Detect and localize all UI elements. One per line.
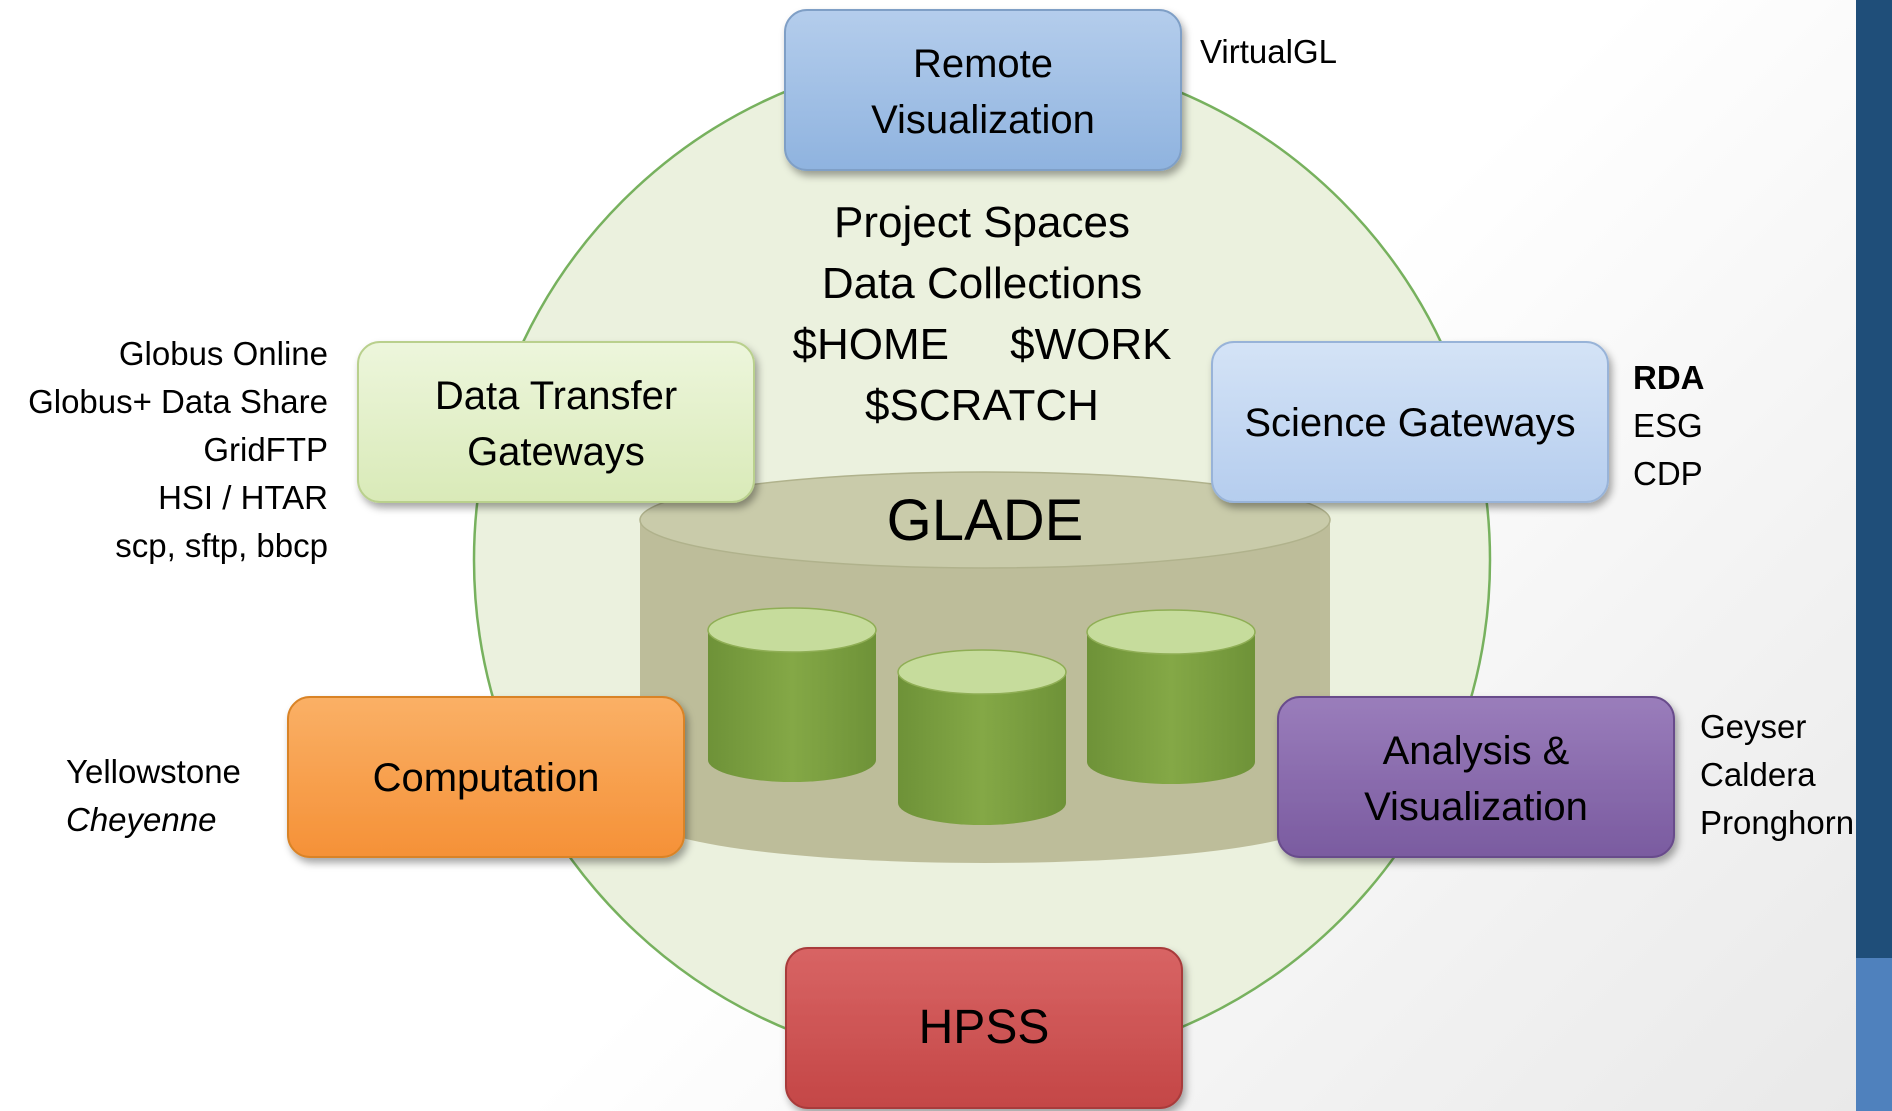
storage-item: $HOME $WORK — [792, 320, 1172, 369]
analysis-visualization-line1: Analysis & — [1382, 729, 1570, 773]
annotation-item: GridFTP — [203, 431, 328, 468]
analysis-visualization-label: Analysis & Visualization — [1278, 723, 1674, 835]
computation-box — [287, 696, 685, 858]
analysis-visualization-line2: Visualization — [1364, 785, 1588, 829]
remote-visualization-box — [784, 9, 1182, 171]
annotation-item: Pronghorn — [1700, 804, 1855, 841]
disk-cylinder-2 — [897, 649, 1067, 825]
annotation-item: Caldera — [1700, 756, 1816, 793]
slide-side-bar-light — [1856, 958, 1892, 1111]
data-transfer-gateways-line2: Gateways — [467, 430, 645, 474]
analysis-visualization-box — [1277, 696, 1675, 858]
remote-viz-annotation: VirtualGL — [1200, 28, 1337, 76]
glade-title: GLADE — [886, 488, 1084, 553]
slide-side-bar-dark — [1856, 0, 1892, 958]
hpss-box — [785, 947, 1183, 1109]
remote-visualization-label: Remote Visualization — [785, 36, 1181, 148]
annotation-item: ESG — [1633, 407, 1703, 444]
annotation-item: VirtualGL — [1200, 33, 1337, 70]
annotation-item: CDP — [1633, 455, 1703, 492]
data-transfer-annotation: Globus Online Globus+ Data Share GridFTP… — [0, 330, 328, 570]
hpss-label: HPSS — [918, 1001, 1050, 1054]
storage-spaces-list: Project Spaces Data Collections $HOME $W… — [732, 192, 1232, 436]
glade-cylinder-top — [639, 471, 1331, 569]
storage-item: Data Collections — [821, 259, 1143, 308]
annotation-item: RDA — [1633, 359, 1705, 396]
annotation-item: Globus+ Data Share — [28, 383, 328, 420]
science-gateways-annotation: RDA ESG CDP — [1633, 354, 1705, 498]
disk-cylinder-1 — [707, 607, 877, 782]
storage-item: Project Spaces — [834, 198, 1130, 247]
computation-label: Computation — [372, 756, 600, 800]
annotation-item: Yellowstone — [66, 753, 241, 790]
annotation-item: Globus Online — [118, 335, 328, 372]
annotation-item: scp, sftp, bbcp — [115, 527, 328, 564]
science-gateways-label: Science Gateways — [1244, 401, 1576, 445]
annotation-item: Geyser — [1700, 708, 1807, 745]
disk-cylinder-3 — [1086, 609, 1256, 784]
remote-visualization-line1: Remote — [912, 42, 1054, 86]
storage-item: $SCRATCH — [865, 381, 1099, 430]
science-gateways-box — [1211, 341, 1609, 503]
remote-visualization-line2: Visualization — [871, 98, 1095, 142]
data-transfer-gateways-line1: Data Transfer — [434, 374, 678, 418]
annotation-item: Cheyenne — [66, 801, 217, 838]
data-transfer-gateways-label: Data Transfer Gateways — [358, 368, 754, 480]
computation-annotation: Yellowstone Cheyenne — [66, 748, 241, 844]
data-transfer-gateways-box — [357, 341, 755, 503]
analysis-viz-annotation: Geyser Caldera Pronghorn — [1700, 703, 1854, 847]
annotation-item: HSI / HTAR — [158, 479, 328, 516]
